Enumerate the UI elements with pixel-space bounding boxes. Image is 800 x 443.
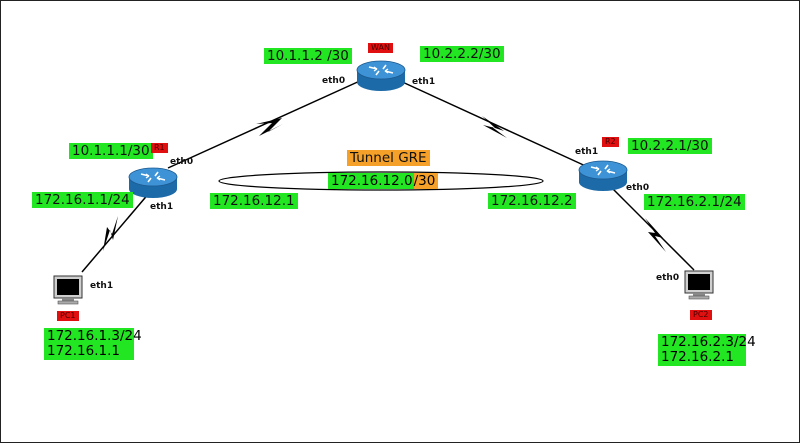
iface-label-pc1: eth1 — [90, 281, 114, 291]
ip-label-r2-eth1: 10.2.2.1/30 — [628, 138, 712, 154]
router-r2[interactable] — [578, 158, 628, 196]
ip-label-r2-eth0: 172.16.2.1/24 — [644, 194, 745, 210]
tunnel-label: Tunnel GRE — [347, 150, 430, 166]
monitor-icon — [53, 275, 83, 305]
tunnel-subnet-mask: /30 — [413, 173, 439, 189]
router-wan[interactable] — [356, 58, 406, 96]
serial-bolt-icon — [645, 218, 666, 252]
gateway-label-pc1: 172.16.1.1 — [47, 343, 120, 359]
iface-label-wan-eth1: eth1 — [412, 77, 436, 87]
gre-tunnel-ellipse — [218, 171, 544, 191]
ip-label-wan-eth0: 10.1.1.2 /30 — [264, 48, 352, 64]
ip-label-r1-eth0: 10.1.1.1/30 — [69, 143, 153, 159]
tunnel-endpoint-right: 172.16.12.2 — [488, 193, 576, 209]
router-icon — [578, 160, 628, 191]
serial-bolt-icon — [103, 216, 118, 251]
serial-bolt-icon — [256, 118, 283, 136]
device-label-r2: R2 — [602, 137, 619, 147]
router-r1[interactable] — [128, 165, 178, 203]
host-pc2[interactable] — [684, 270, 714, 304]
gateway-label-pc2: 172.16.2.1 — [661, 349, 734, 365]
serial-bolt-icon — [482, 116, 507, 138]
ip-label-pc2: 172.16.2.3/24 — [661, 334, 756, 350]
device-label-r1: R1 — [151, 143, 168, 153]
iface-label-pc2: eth0 — [656, 273, 680, 283]
device-label-pc2: PC2 — [690, 310, 712, 320]
router-icon — [356, 60, 406, 91]
pc1-ip-block: 172.16.1.3/24 172.16.1.1 — [44, 328, 142, 360]
link-r1-pc1 — [81, 191, 151, 273]
host-pc1[interactable] — [53, 275, 83, 309]
tunnel-subnet-label: 172.16.12.0/30 — [328, 173, 439, 189]
iface-label-r1-eth0: eth0 — [170, 157, 194, 167]
device-label-pc1: PC1 — [57, 311, 79, 321]
ip-label-pc1: 172.16.1.3/24 — [47, 328, 142, 344]
router-icon — [128, 167, 178, 198]
device-label-wan: WAN — [368, 43, 393, 53]
tunnel-subnet-network: 172.16.12.0 — [328, 173, 414, 189]
ip-label-wan-eth1: 10.2.2.2/30 — [420, 46, 504, 62]
monitor-icon — [684, 270, 714, 300]
link-r1-wan — [167, 79, 363, 169]
iface-label-r2-eth0: eth0 — [626, 183, 650, 193]
iface-label-r1-eth1: eth1 — [150, 202, 174, 212]
iface-label-r2-eth1: eth1 — [575, 147, 599, 157]
link-wan-r2 — [397, 79, 591, 169]
iface-label-wan-eth0: eth0 — [322, 76, 346, 86]
ip-label-r1-eth1: 172.16.1.1/24 — [32, 192, 133, 208]
pc2-ip-block: 172.16.2.3/24 172.16.2.1 — [658, 334, 756, 366]
tunnel-endpoint-left: 172.16.12.1 — [210, 193, 298, 209]
